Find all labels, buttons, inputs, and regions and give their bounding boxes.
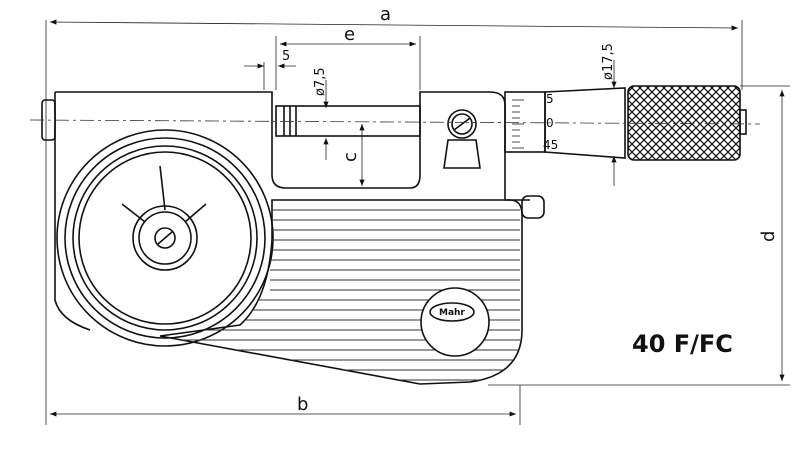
dimension-e: e	[280, 24, 416, 47]
extension-lines	[45, 20, 790, 425]
dim-label-spindle-dia: ø7,5	[313, 67, 328, 96]
dimension-five: 5	[244, 49, 296, 69]
dimension-d: d	[758, 90, 785, 381]
dim-label-a: a	[380, 4, 391, 25]
centre-line	[29, 119, 761, 125]
dial-gauge	[54, 129, 274, 347]
dim-label-e: e	[344, 24, 355, 45]
scale-label-5: 5	[546, 92, 554, 106]
dim-label-c: c	[340, 152, 361, 162]
clamp-screw	[443, 109, 481, 169]
dim-label-five: 5	[282, 49, 290, 64]
thimble	[627, 85, 747, 161]
dim-label-b: b	[297, 394, 308, 415]
brand-logo: Mahr	[439, 308, 465, 318]
dim-label-d: d	[758, 231, 779, 242]
spindle	[275, 105, 421, 137]
frame-lower	[159, 195, 545, 385]
model-label: 40 F/FC	[632, 330, 733, 358]
dim-label-thimble-dia: ø17,5	[601, 43, 616, 80]
scale-ticks	[512, 99, 524, 149]
dimension-b: b	[50, 394, 516, 417]
dimension-a: a	[49, 4, 739, 31]
dimension-c: c	[340, 124, 365, 186]
frame-upper	[41, 91, 530, 201]
brand-knob: Mahr	[420, 287, 490, 357]
dimension-spindle-dia: ø7,5	[313, 67, 329, 160]
dimension-thimble-dia: ø17,5	[601, 43, 617, 186]
scale-label-45: 45	[543, 138, 558, 152]
